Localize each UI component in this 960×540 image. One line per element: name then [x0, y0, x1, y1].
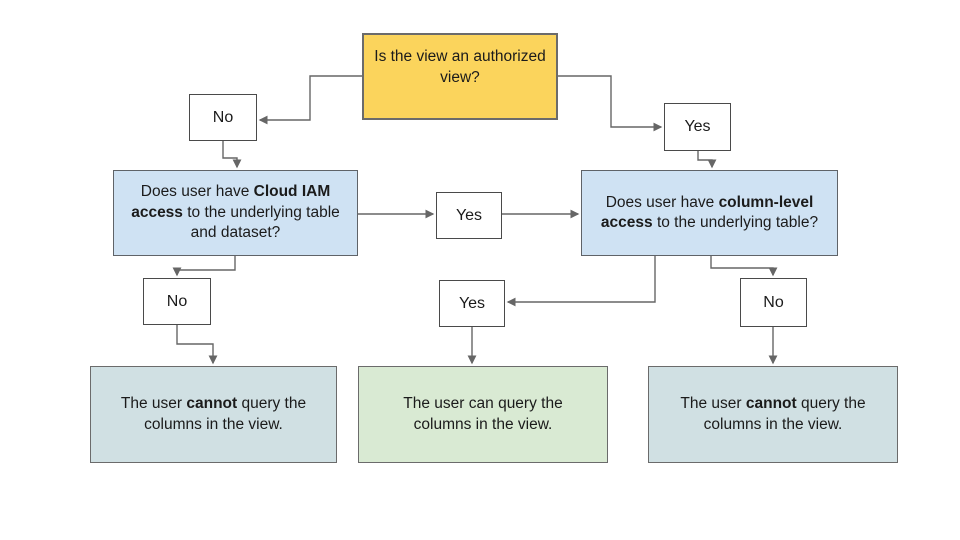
branch-label-yes-authorized-text: Yes: [684, 118, 711, 136]
result-cannot-query-left: The user cannot query the columns in the…: [90, 366, 337, 463]
result-left-pre: The user: [120, 395, 187, 413]
branch-label-no-authorized-text: No: [212, 108, 234, 126]
result-left-post: query the columns in the view.: [144, 395, 307, 433]
connector-no2-to-result-left: [176, 325, 218, 365]
question-cloud-iam-bold: Cloud IAM access: [131, 183, 331, 221]
decision-authorized-view-label: Is the view an authorized view?: [374, 48, 546, 86]
question-cloud-iam-access-text: Does user have Cloud IAM access to the u…: [124, 182, 347, 243]
question-column-level-access: Does user have column-level access to th…: [581, 170, 838, 256]
branch-label-no-column-text: No: [763, 293, 784, 311]
result-left-bold: cannot: [186, 395, 238, 413]
result-cannot-query-left-text: The user cannot query the columns in the…: [105, 394, 322, 435]
result-right-pre: The user: [680, 395, 746, 413]
connector-yes1-to-col-question: [697, 151, 717, 169]
question-cloud-iam-pre: Does user have: [140, 183, 254, 201]
branch-label-yes-column: Yes: [439, 280, 505, 327]
question-column-level-bold: column-level access: [600, 193, 814, 231]
connector-iam-question-to-no2: [172, 256, 236, 277]
question-column-level-post: to the underlying table?: [652, 214, 819, 231]
connector-col-question-to-no3: [710, 256, 778, 277]
connector-no1-to-iam-question: [222, 141, 242, 169]
branch-label-yes-column-text: Yes: [458, 294, 486, 312]
result-can-query: The user can query the columns in the vi…: [358, 366, 608, 463]
branch-label-no-iam-text: No: [166, 292, 188, 310]
branch-label-yes-iam-text: Yes: [455, 206, 483, 224]
decision-authorized-view: Is the view an authorized view?: [362, 33, 558, 120]
result-can-query-text: The user can query the columns in the vi…: [403, 395, 563, 433]
branch-label-no-iam: No: [143, 278, 211, 325]
connector-col-question-to-yes2: [506, 256, 656, 307]
connector-root-to-yes1: [558, 75, 663, 132]
branch-label-no-column: No: [740, 278, 807, 327]
question-cloud-iam-access: Does user have Cloud IAM access to the u…: [113, 170, 358, 256]
result-right-bold: cannot: [745, 395, 797, 413]
question-column-level-access-text: Does user have column-level access to th…: [592, 193, 827, 234]
connector-root-to-no1: [258, 75, 362, 125]
result-cannot-query-right: The user cannot query the columns in the…: [648, 366, 898, 463]
result-right-post: query the columns in the view.: [703, 395, 866, 433]
branch-label-no-authorized: No: [189, 94, 257, 141]
branch-label-yes-iam: Yes: [436, 192, 502, 239]
branch-label-yes-authorized: Yes: [664, 103, 731, 151]
question-column-level-pre: Does user have: [605, 193, 719, 211]
question-cloud-iam-post: to the underlying table and dataset?: [182, 203, 340, 242]
result-cannot-query-right-text: The user cannot query the columns in the…: [663, 394, 883, 435]
